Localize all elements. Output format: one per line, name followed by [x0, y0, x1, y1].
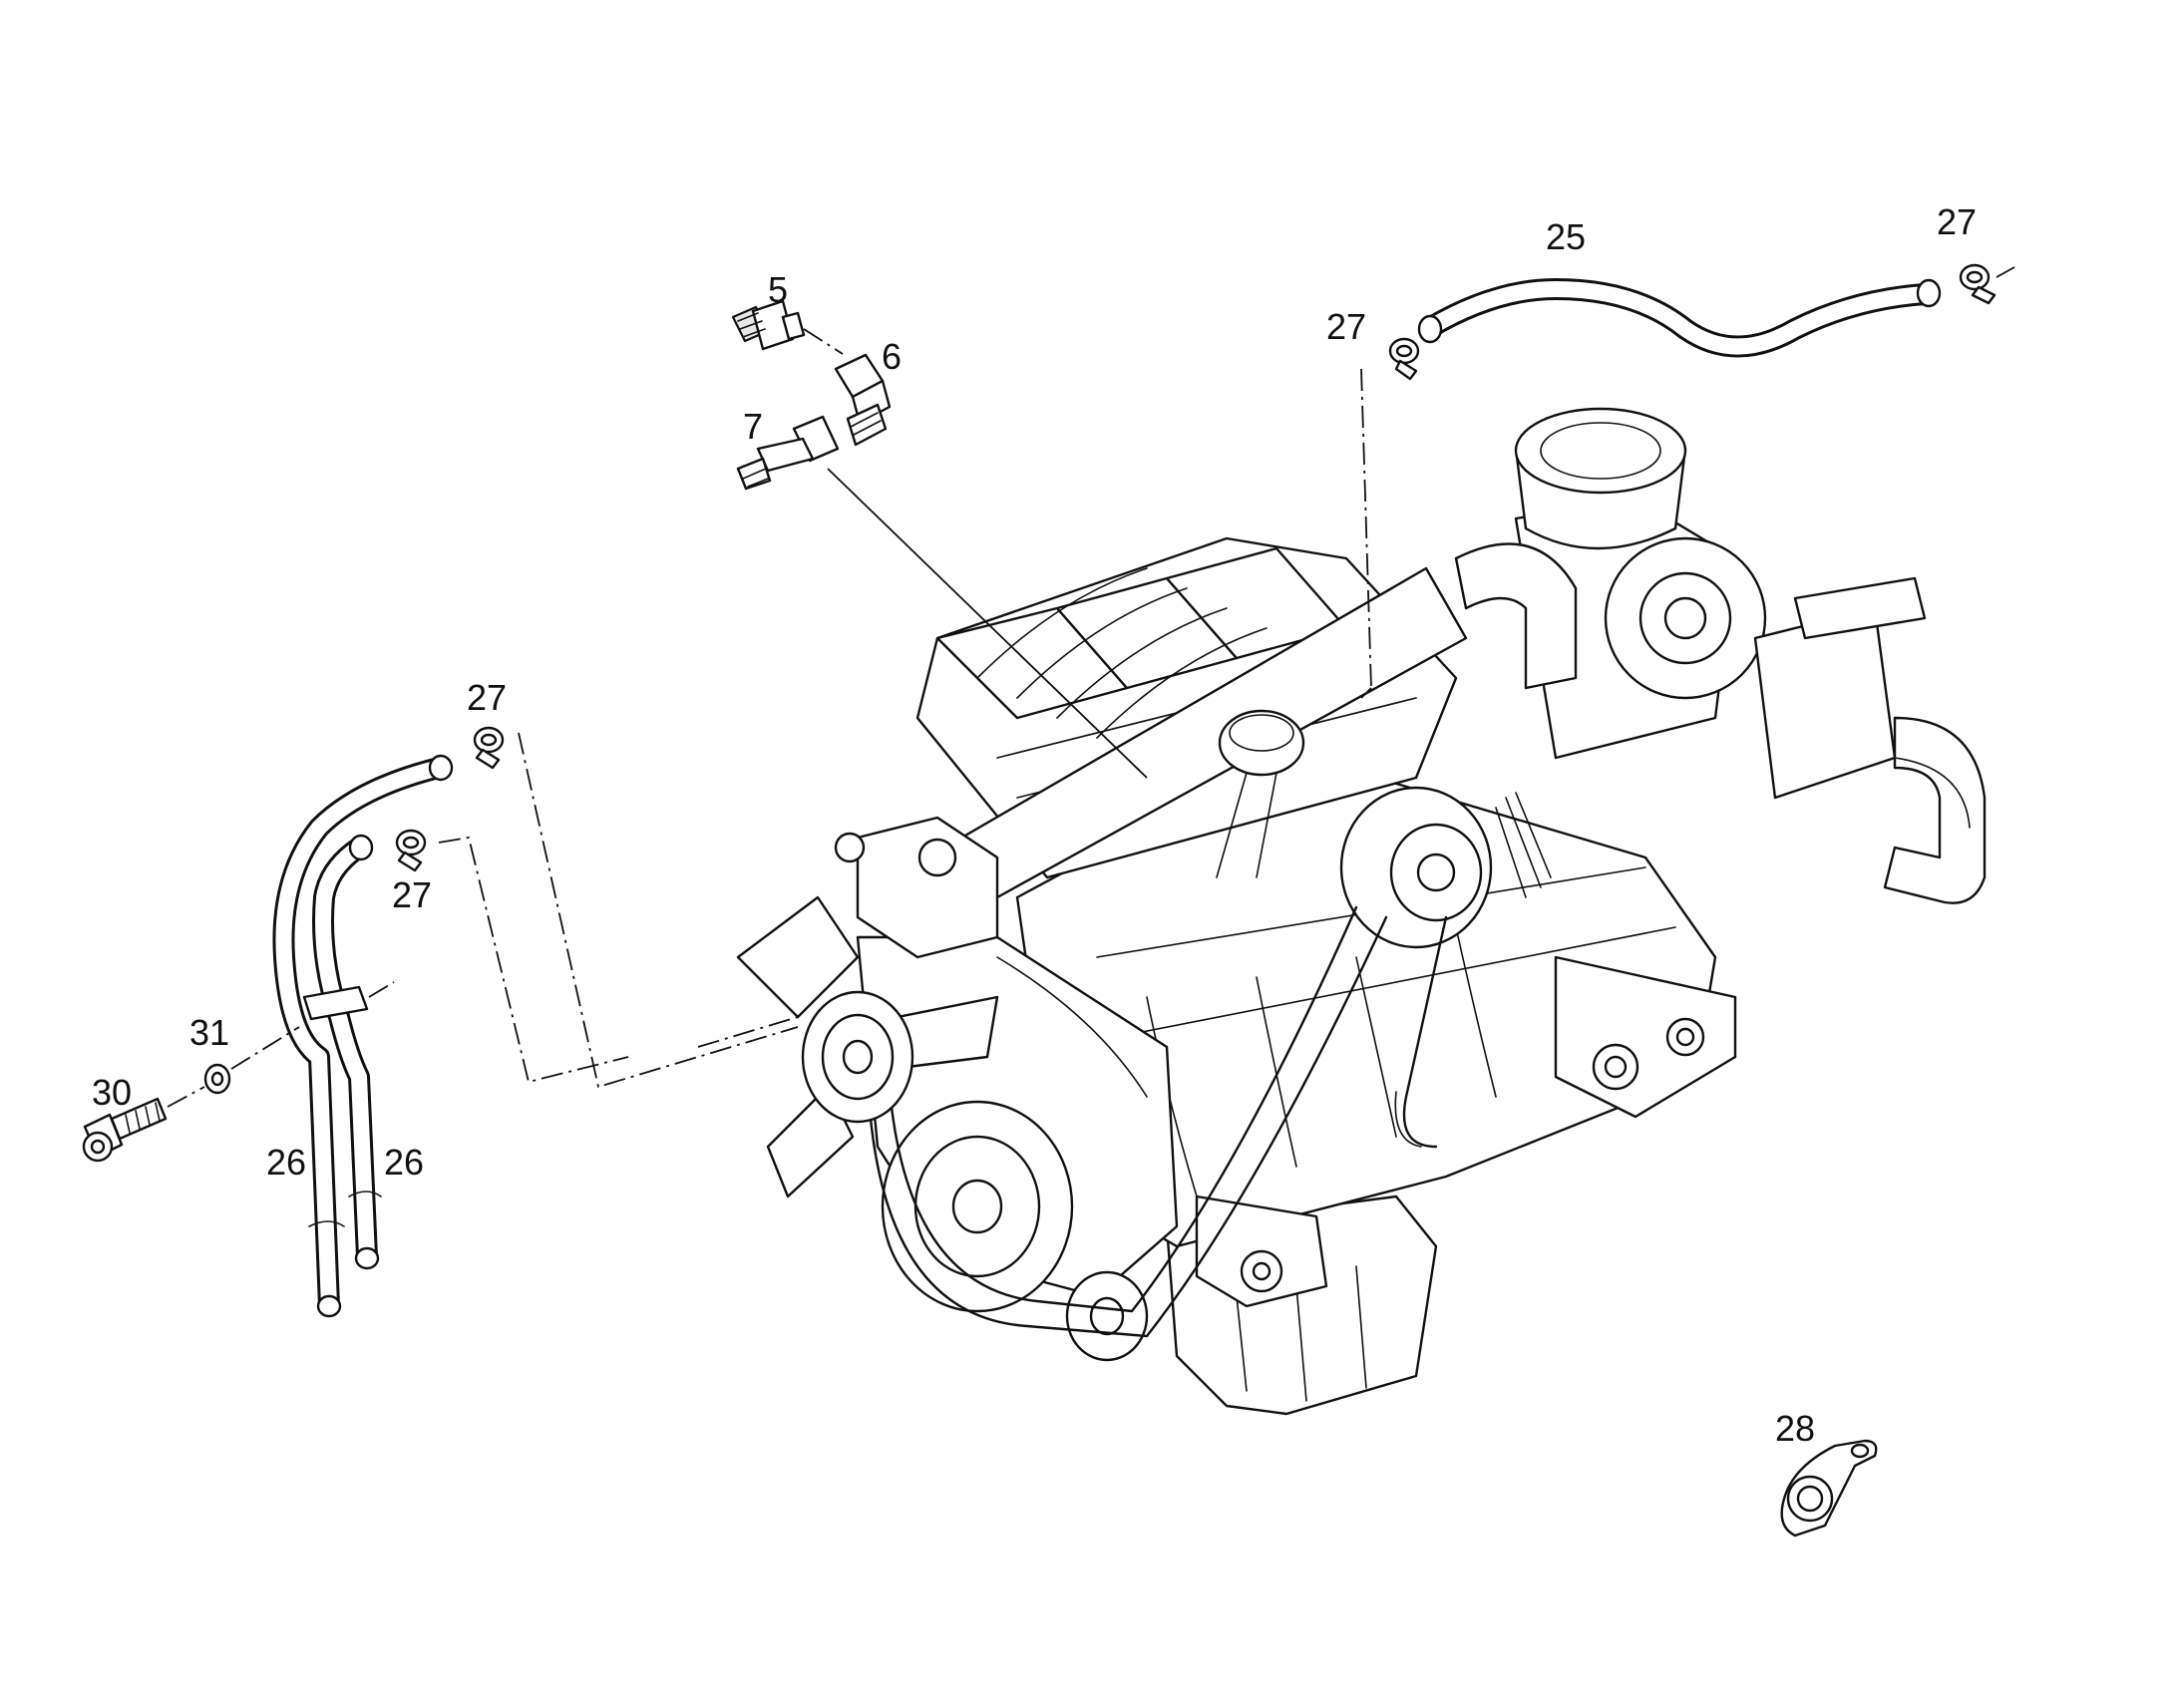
part-26-hose-pair [272, 754, 454, 1318]
breather-canister [1218, 709, 1305, 777]
callout-7: 7 [743, 406, 763, 447]
crankshaft-pulley [881, 1100, 1074, 1313]
callout-30: 30 [92, 1072, 132, 1113]
callout-31: 31 [189, 1012, 229, 1053]
callout-27-upper-left: 27 [1326, 306, 1366, 347]
callout-26-left: 26 [266, 1142, 306, 1183]
fuel-pump [856, 816, 999, 959]
part-5-sender [731, 299, 806, 351]
callout-26-right: 26 [384, 1142, 424, 1183]
engine-assembly [736, 407, 1987, 1416]
part-27-clamp-upper-left [1388, 337, 1420, 381]
exhaust-pipe [1753, 606, 1897, 800]
callout-27-left-lower: 27 [392, 874, 432, 915]
callout-5: 5 [768, 269, 788, 310]
cooling-fan [736, 895, 999, 1198]
callout-27-upper-right: 27 [1937, 201, 1977, 242]
callout-25: 25 [1546, 216, 1586, 257]
part-27-clamp-upper-right [1959, 263, 1997, 305]
drive-belt [866, 915, 1388, 1338]
alternator [1339, 786, 1552, 949]
part-7-fitting [736, 415, 840, 491]
callout-27-left-upper: 27 [467, 677, 507, 718]
part-30-bolt [82, 1097, 168, 1163]
callout-6: 6 [882, 336, 902, 377]
part-25-hose [1417, 278, 1942, 358]
part-31-washer [203, 1063, 231, 1095]
part-27-clamp-left-lower [395, 829, 427, 872]
part-28-clip [1780, 1439, 1878, 1537]
callout-28: 28 [1775, 1408, 1815, 1449]
part-27-clamp-left-upper [473, 726, 505, 770]
part-6-adapter [834, 353, 892, 447]
turbocharger [1454, 407, 1767, 760]
